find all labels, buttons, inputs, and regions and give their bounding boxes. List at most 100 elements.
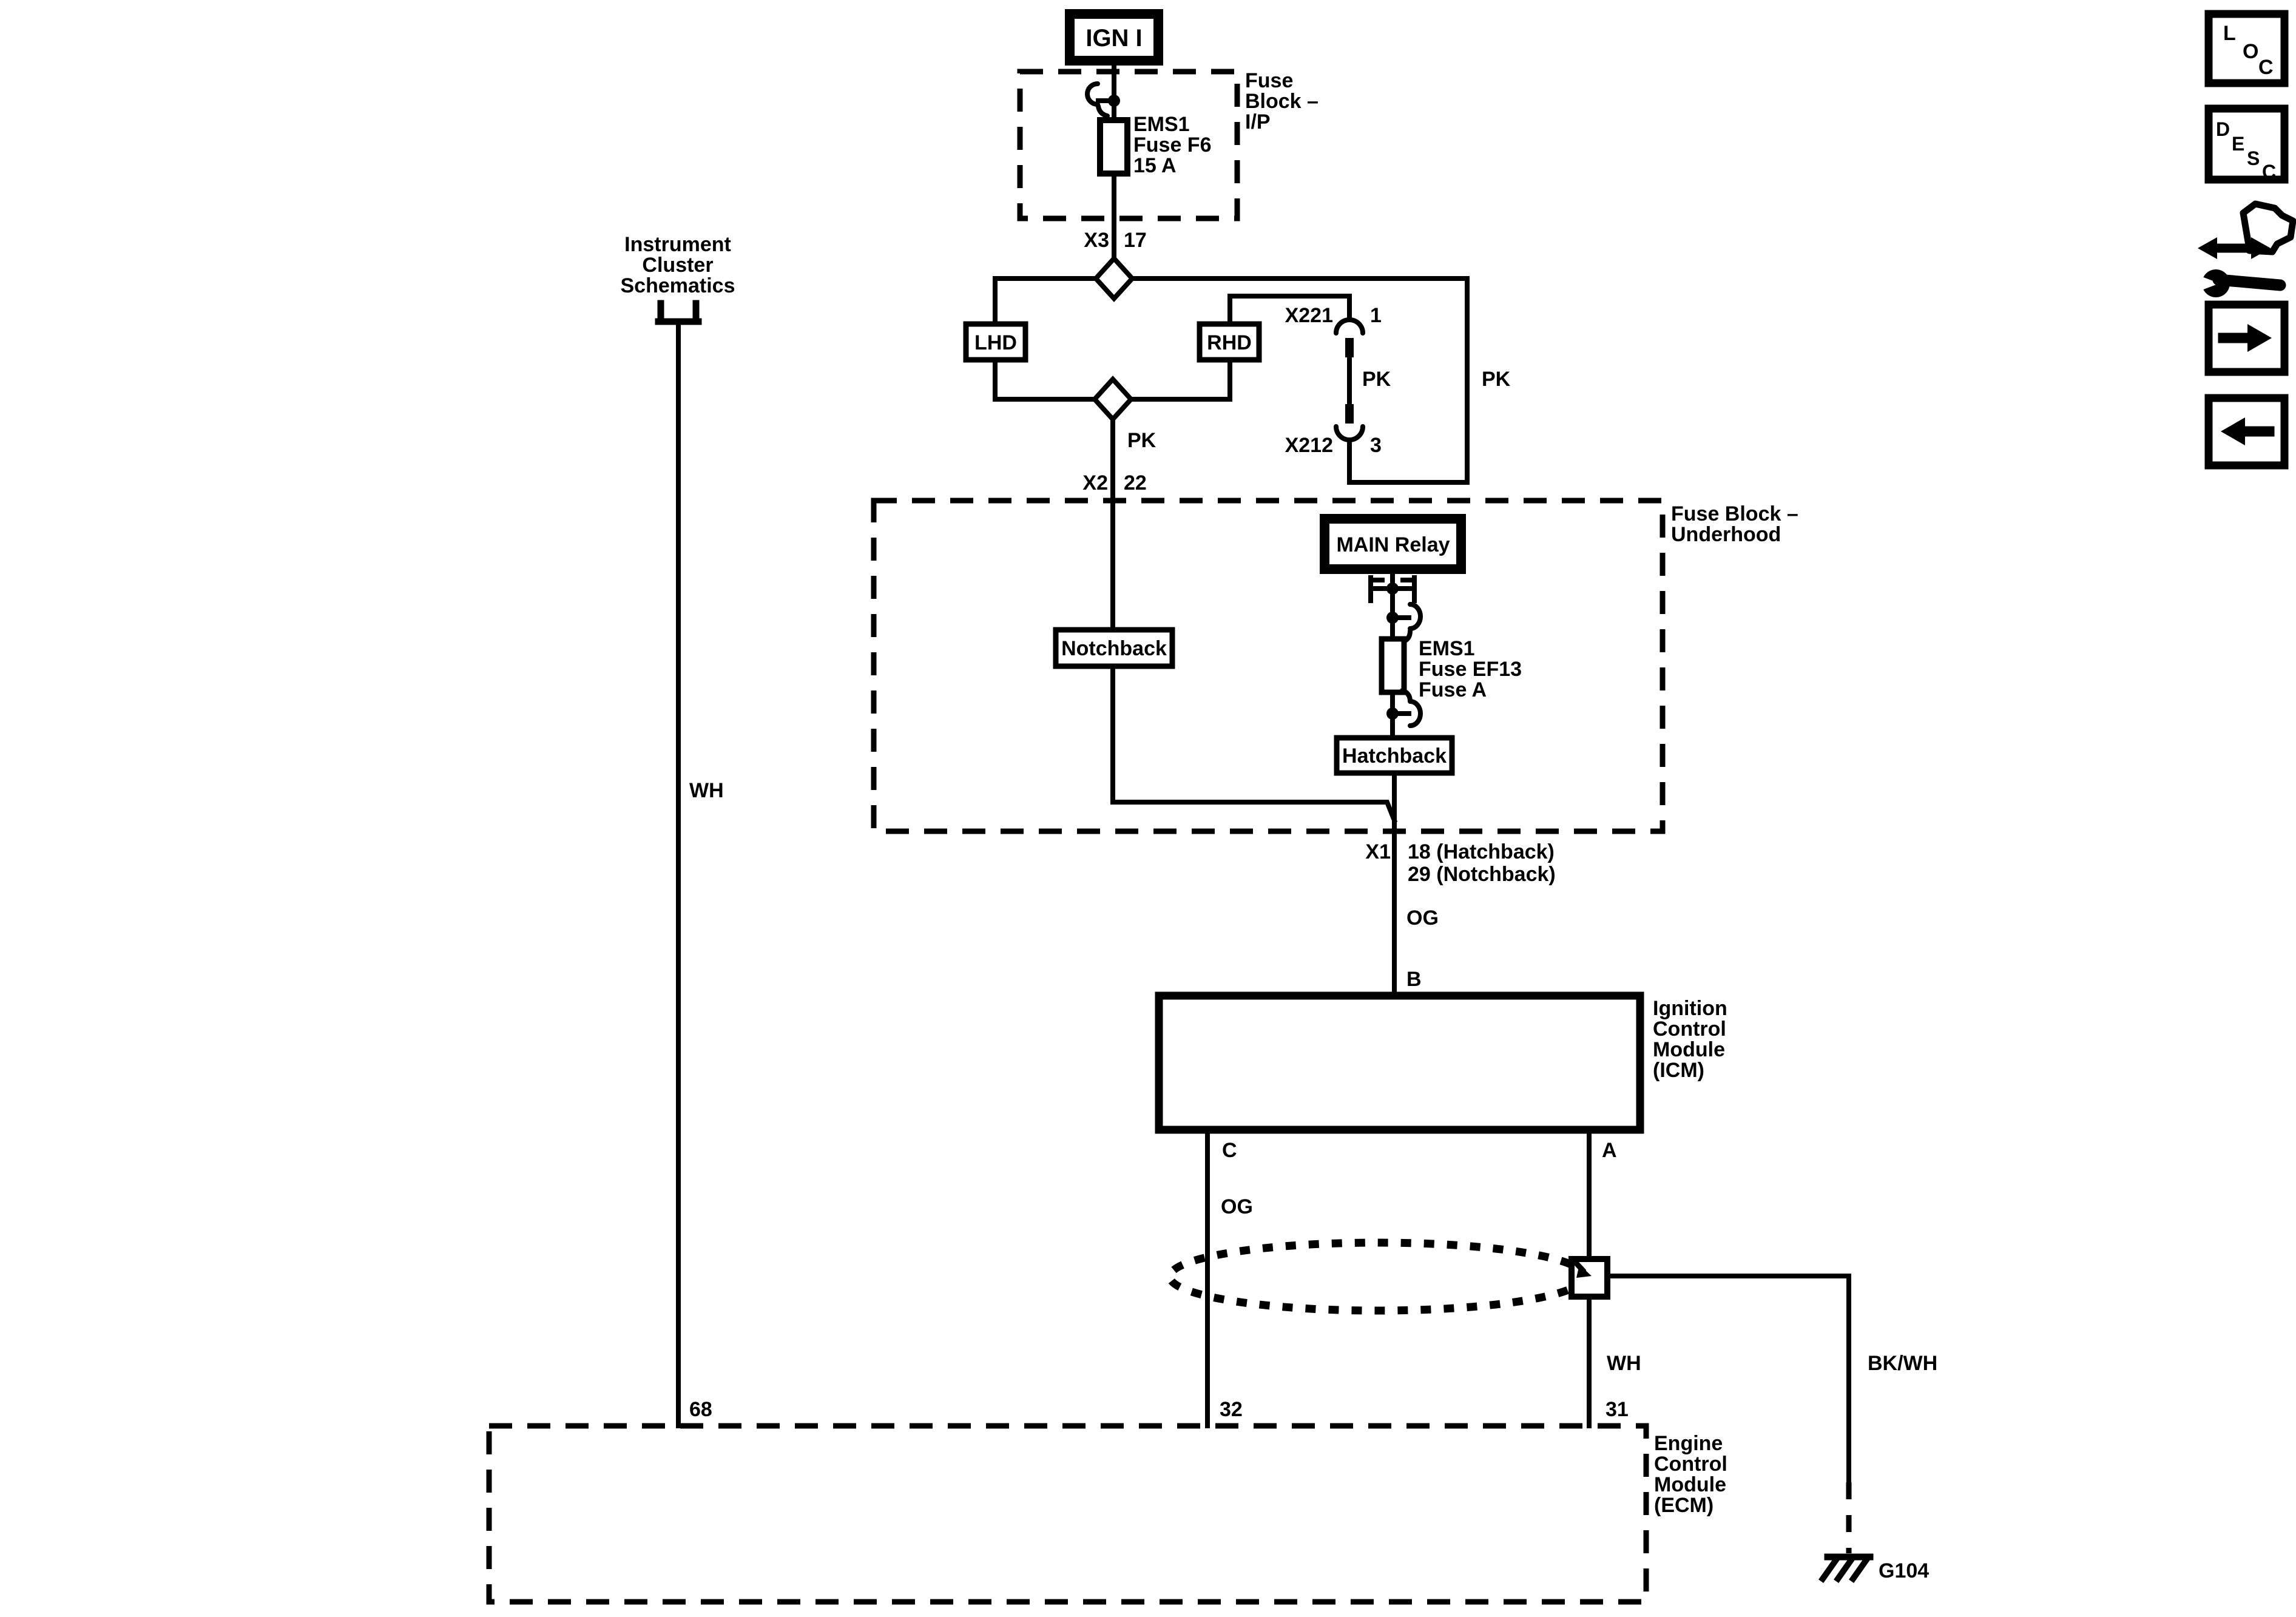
connector-x212-label: X212 bbox=[1285, 434, 1333, 457]
desc-letter-e: E bbox=[2232, 133, 2244, 155]
fuse-terminal-hook-icon bbox=[1400, 688, 1423, 728]
desc-letter-c: C bbox=[2262, 161, 2276, 183]
ign-source-label: IGN I bbox=[1086, 25, 1142, 52]
fuse-block-ip-boundary bbox=[1017, 69, 1240, 221]
instrument-cluster-label-line3: Schematics bbox=[621, 274, 735, 297]
fuse-block-underhood-title-line1: Fuse Block – bbox=[1671, 502, 1798, 525]
fuse-f6-symbol bbox=[1097, 117, 1130, 177]
right-arrow-icon bbox=[2247, 324, 2272, 352]
fuse-f6-label-line1: EMS1 bbox=[1133, 113, 1190, 136]
notchback-option-label: Notchback bbox=[1061, 637, 1167, 660]
loc-button[interactable]: L O C bbox=[2204, 10, 2289, 87]
icm-terminal-b: B bbox=[1406, 968, 1422, 991]
ground-id-label: G104 bbox=[1879, 1559, 1929, 1582]
icm-title-line1: Ignition bbox=[1653, 997, 1727, 1020]
wire-color-pk-inline: PK bbox=[1362, 368, 1391, 391]
fuse-block-underhood-boundary bbox=[871, 498, 1666, 834]
connector-x221-pin: 1 bbox=[1370, 304, 1382, 327]
wrench-jaw-notch bbox=[2192, 273, 2220, 294]
ecm-title-line2: Control bbox=[1654, 1453, 1727, 1476]
icm-box bbox=[1155, 991, 1644, 1134]
fuse-block-ip-title-line3: I/P bbox=[1245, 110, 1271, 133]
rhd-option-label: RHD bbox=[1207, 331, 1252, 354]
fuse-ef13-label-line3: Fuse A bbox=[1419, 678, 1487, 701]
fuse-f6-label-line3: 15 A bbox=[1133, 154, 1177, 177]
splice-diamond-top bbox=[1092, 255, 1136, 302]
double-arrow-left-head bbox=[2198, 237, 2217, 259]
relay-terminal-symbol bbox=[1368, 575, 1417, 603]
connector-x1-pin-notchback: 29 (Notchback) bbox=[1408, 863, 1556, 886]
connector-x221-socket-icon bbox=[1334, 317, 1365, 336]
junction-dot bbox=[1108, 95, 1120, 107]
fuse-block-underhood-title-line2: Underhood bbox=[1671, 523, 1781, 546]
fuse-ef13-symbol bbox=[1379, 636, 1407, 695]
fuse-block-ip-title-line1: Fuse bbox=[1245, 69, 1293, 92]
left-arrow-icon bbox=[2221, 417, 2245, 445]
connector-x3-pin: 17 bbox=[1124, 229, 1147, 252]
desc-button[interactable]: D E S C bbox=[2204, 104, 2289, 184]
wire-color-pk-main: PK bbox=[1127, 429, 1156, 452]
ecm-title-line4: (ECM) bbox=[1654, 1494, 1714, 1517]
loc-letter-c: C bbox=[2258, 56, 2274, 79]
ecm-pin-68: 68 bbox=[689, 1398, 712, 1421]
ecm-pin-31: 31 bbox=[1606, 1398, 1629, 1421]
harness-callout-and-ground: BK/WH G104 bbox=[1166, 1238, 1937, 1583]
connector-x1-pin-hatchback: 18 (Hatchback) bbox=[1408, 840, 1555, 863]
rhd-option-box bbox=[1197, 321, 1262, 363]
connector-x1-label: X1 bbox=[1365, 840, 1391, 863]
instrument-cluster-reference: Instrument Cluster Schematics WH 68 bbox=[621, 233, 735, 1428]
lhd-rhd-branch: LHD RHD X221 1 PK PK X212 3 PK X2 22 bbox=[963, 255, 1511, 503]
desc-button-box[interactable] bbox=[2204, 104, 2289, 184]
vehicle-wrench-icon[interactable] bbox=[2192, 200, 2296, 297]
icm-terminal-a: A bbox=[1602, 1139, 1617, 1162]
instrument-cluster-label-line1: Instrument bbox=[624, 233, 731, 256]
wrench-handle bbox=[2212, 274, 2286, 291]
icm-terminal-c: C bbox=[1222, 1139, 1237, 1162]
main-relay-box bbox=[1320, 514, 1466, 574]
ecm-pin-32: 32 bbox=[1220, 1398, 1243, 1421]
fuse-f6-label-line2: Fuse F6 bbox=[1133, 133, 1211, 157]
harness-callout-ellipse bbox=[1166, 1238, 1589, 1315]
fuse-ef13-label-line2: Fuse EF13 bbox=[1419, 658, 1522, 681]
wire-right-rail-pk bbox=[1347, 276, 1470, 485]
connector-x3-label: X3 bbox=[1084, 229, 1109, 252]
lhd-option-label: LHD bbox=[974, 331, 1017, 354]
wire-color-pk-right: PK bbox=[1482, 368, 1511, 391]
desc-letter-d: D bbox=[2216, 118, 2230, 140]
loc-letter-o: O bbox=[2243, 40, 2258, 63]
connector-x2-label: X2 bbox=[1082, 471, 1108, 495]
previous-page-button[interactable] bbox=[2204, 394, 2289, 470]
wire-color-bkwh: BK/WH bbox=[1868, 1352, 1937, 1375]
connector-x221-label: X221 bbox=[1285, 304, 1333, 327]
nav-toolbar: L O C D E S C bbox=[2192, 10, 2296, 470]
loc-letter-l: L bbox=[2223, 22, 2236, 45]
wire-color-wh: WH bbox=[1607, 1352, 1641, 1375]
ecm-boundary bbox=[486, 1423, 1649, 1605]
next-page-button[interactable] bbox=[2204, 300, 2289, 376]
icm-title-line2: Control bbox=[1653, 1018, 1726, 1041]
ecm-title-line3: Module bbox=[1654, 1473, 1726, 1496]
fuse-block-ip: IGN I Fuse Block – I/P EMS1 Fuse F6 15 A… bbox=[1017, 9, 1319, 261]
wire-color-wh-left: WH bbox=[689, 779, 724, 802]
ecm-title-line1: Engine bbox=[1654, 1432, 1723, 1455]
fuse-block-ip-title-line2: Block – bbox=[1245, 90, 1319, 113]
fuse-block-terminal-hook-icon bbox=[1085, 81, 1110, 118]
notchback-option-box bbox=[1053, 627, 1175, 669]
wire-color-og-out: OG bbox=[1221, 1195, 1253, 1218]
engine-control-module: Engine Control Module (ECM) bbox=[486, 1423, 1727, 1605]
instrument-cluster-label-line2: Cluster bbox=[642, 254, 713, 277]
icm-title-line3: Module bbox=[1653, 1038, 1725, 1061]
desc-letter-s: S bbox=[2247, 147, 2260, 169]
ignition-control-module: OG B Ignition Control Module (ICM) C A O… bbox=[1155, 906, 1727, 1428]
connector-x221-blade bbox=[1345, 338, 1354, 357]
fuse-ef13-label-line1: EMS1 bbox=[1419, 637, 1475, 660]
offpage-reference-bracket bbox=[655, 300, 702, 325]
lhd-option-box bbox=[963, 321, 1028, 363]
fuse-block-underhood: Fuse Block – Underhood Notchback MAIN Re… bbox=[871, 498, 1798, 998]
wire-color-og-in: OG bbox=[1406, 906, 1439, 930]
hatchback-option-label: Hatchback bbox=[1342, 744, 1447, 768]
loc-button-box[interactable] bbox=[2204, 10, 2289, 87]
wire-bkwh-to-ground bbox=[1605, 1274, 1851, 1485]
ground-symbol-strokes bbox=[1818, 1554, 1872, 1583]
